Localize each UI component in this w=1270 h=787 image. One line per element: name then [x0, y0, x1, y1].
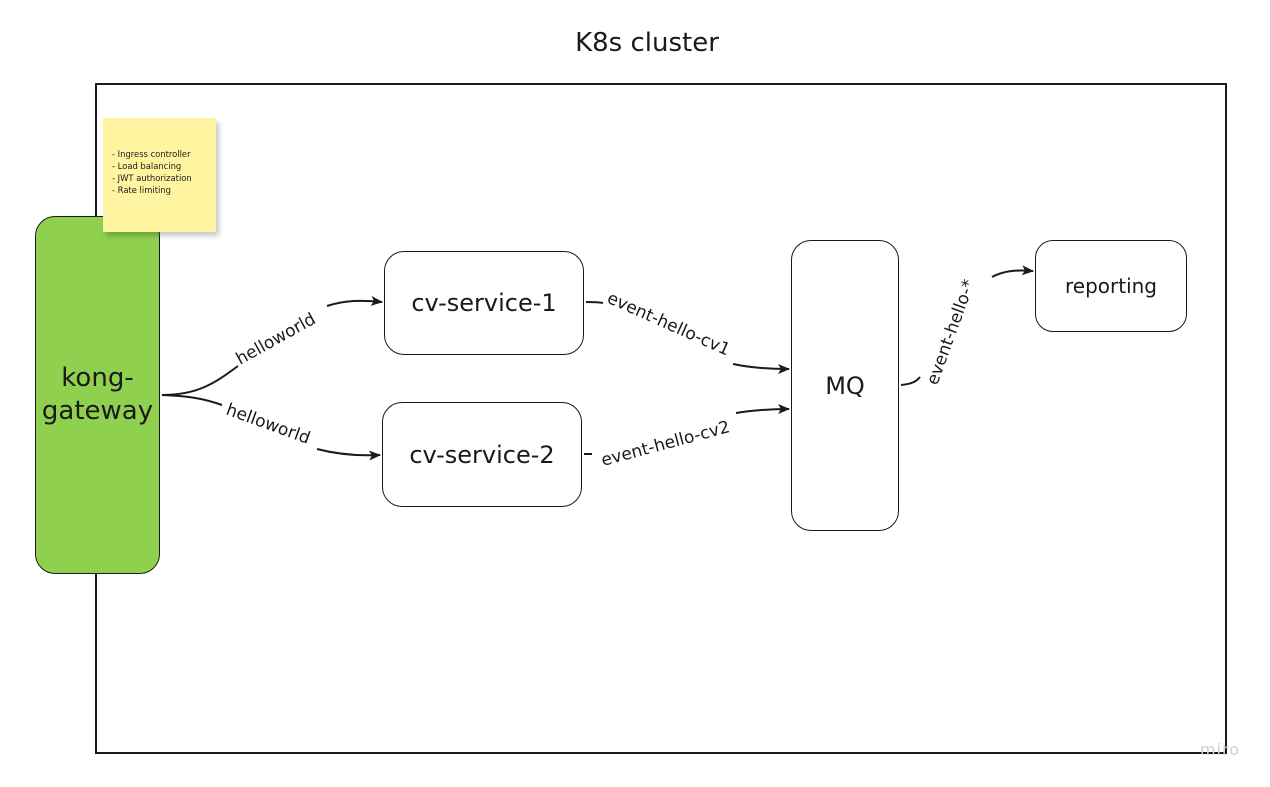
mq-label: MQ — [825, 371, 865, 400]
cv-service-1-label: cv-service-1 — [411, 289, 557, 317]
edge-mq-to-reporting-arrow — [991, 265, 1034, 278]
edge-label-event-hello-star: event-hello-* — [923, 277, 980, 388]
reporting-label: reporting — [1064, 274, 1157, 298]
sticky-note-line: - JWT authorization — [112, 173, 192, 183]
kong-gateway-label-line1: kong- — [61, 363, 134, 393]
sticky-note-line: - Load balancing — [112, 161, 182, 171]
cv-service-2-label: cv-service-2 — [409, 440, 555, 469]
mq-node[interactable]: MQ — [791, 240, 899, 531]
edge-label-event-hello-cv2: event-hello-cv2 — [599, 417, 732, 471]
diagram-title: K8s cluster — [575, 28, 719, 58]
edge-service1-to-mq-arrow — [732, 363, 790, 374]
edge-label-helloworld-2: helloworld — [223, 400, 312, 449]
sticky-note-line: - Rate limiting — [112, 185, 171, 195]
kong-gateway-node[interactable]: kong- gateway — [35, 216, 160, 574]
sticky-note-line: - Ingress controller — [112, 149, 191, 159]
edge-label-event-hello-cv1: event-hello-cv1 — [604, 288, 733, 360]
cv-service-1-node[interactable]: cv-service-1 — [384, 251, 584, 355]
edge-gateway-to-service1 — [161, 365, 239, 396]
sticky-note[interactable]: - Ingress controller - Load balancing - … — [103, 118, 216, 232]
miro-watermark: miro — [1200, 740, 1241, 759]
edge-label-helloworld-1: helloworld — [233, 309, 320, 369]
edge-mq-to-reporting-start — [900, 376, 921, 386]
edge-service1-to-mq-start — [585, 301, 604, 304]
edge-gateway-to-service2 — [161, 394, 223, 406]
edge-gateway-to-service1-arrow — [326, 295, 383, 307]
edge-gateway-to-service2-arrow — [316, 448, 381, 461]
edge-service2-to-mq-arrow — [735, 404, 790, 415]
reporting-node[interactable]: reporting — [1035, 240, 1187, 332]
kong-gateway-label-line2: gateway — [41, 396, 154, 426]
cv-service-2-node[interactable]: cv-service-2 — [382, 402, 582, 507]
